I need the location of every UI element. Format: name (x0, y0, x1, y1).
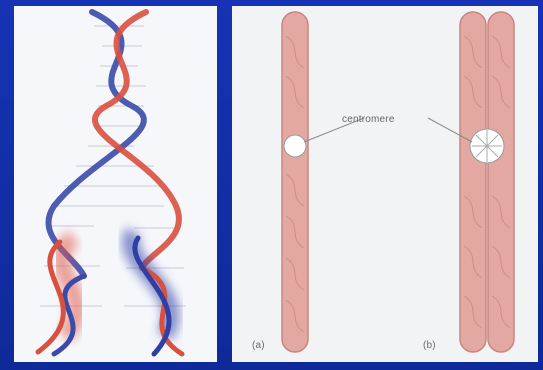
label-b: (b) (423, 340, 436, 351)
centromere-b-spokes (472, 130, 502, 162)
dna-replication-panel (14, 6, 217, 362)
chromosome-panel: centromere (a) (b) (232, 6, 538, 362)
centromere-a (284, 135, 306, 157)
label-a: (a) (252, 340, 265, 351)
chromosome-illustration (232, 6, 538, 362)
centromere-label: centromere (342, 114, 395, 125)
dna-helix-illustration (14, 6, 217, 362)
chromosome-a (282, 12, 308, 352)
